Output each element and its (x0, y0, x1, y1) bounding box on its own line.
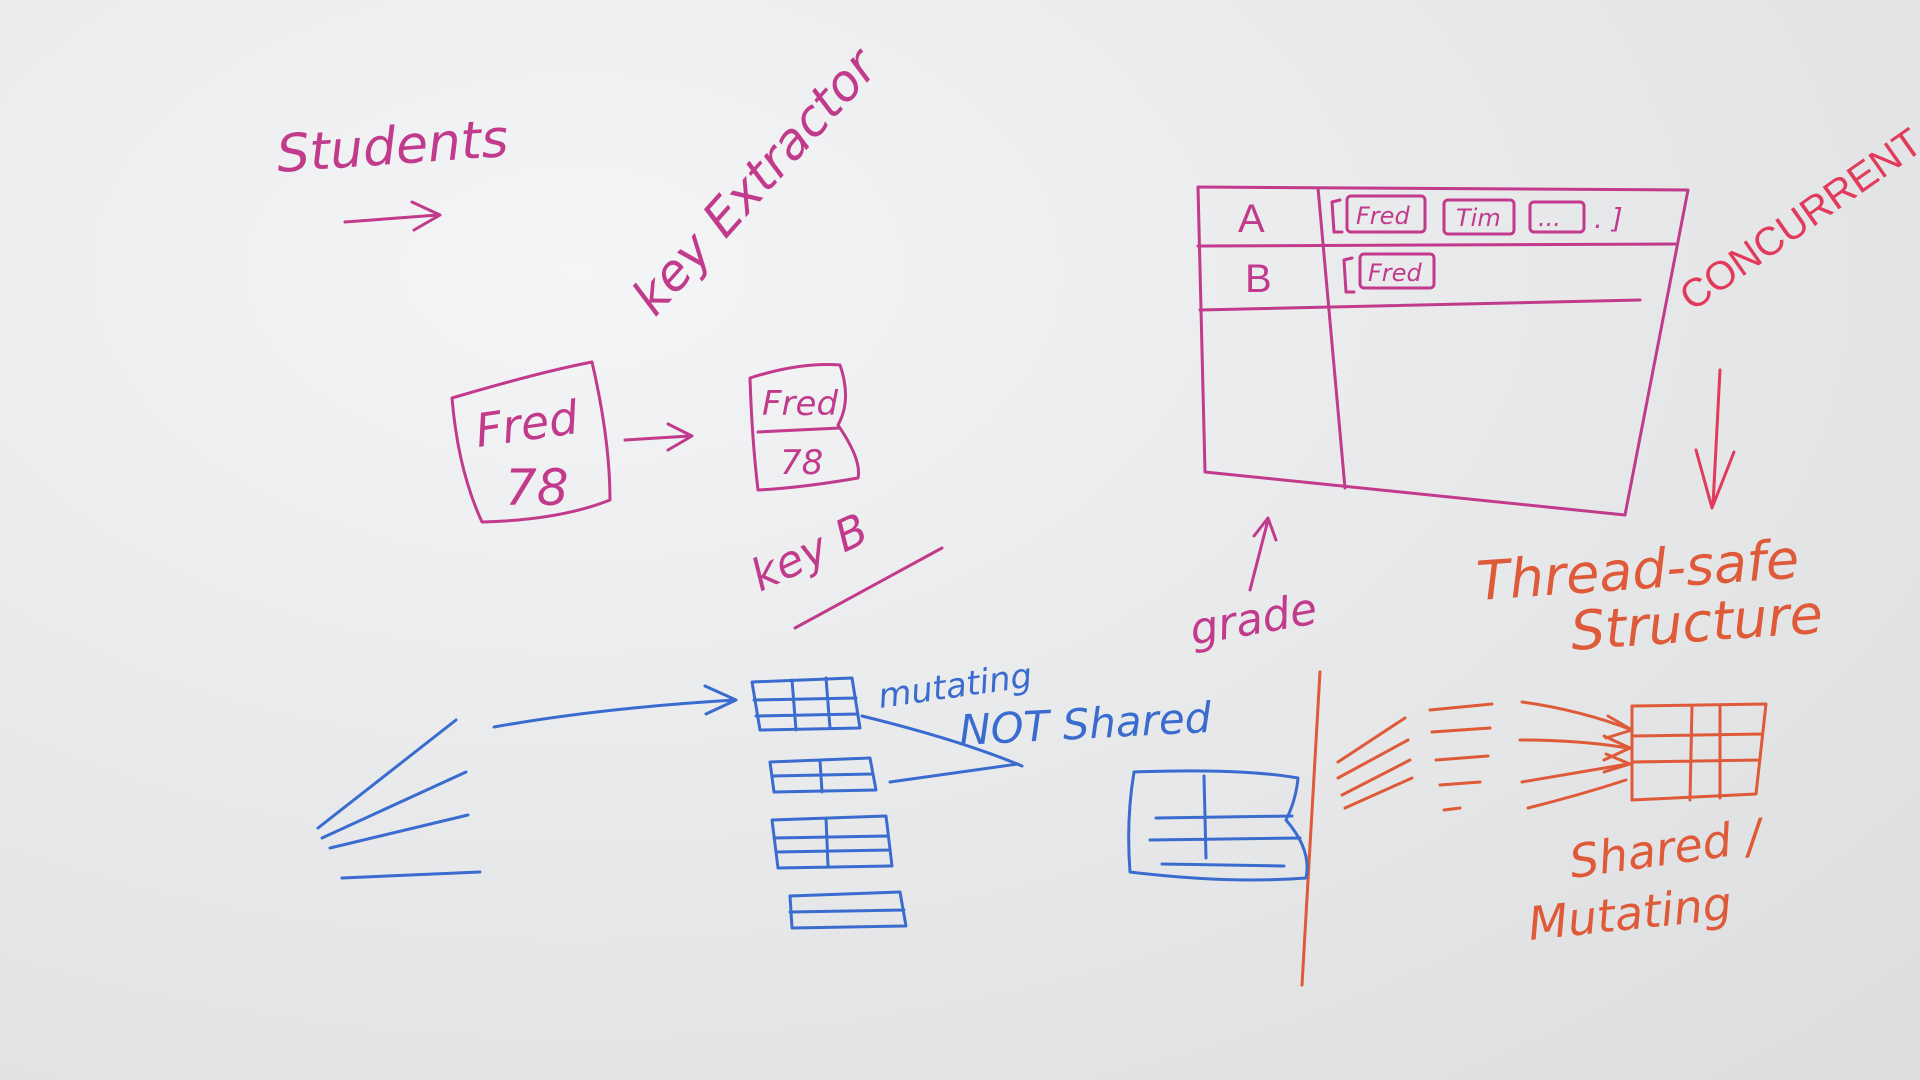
grade-arrow (1248, 516, 1278, 592)
map-row-a-key: A (1238, 197, 1265, 241)
row-a-item-2: Tim (1456, 204, 1501, 232)
record-score-1: 78 (505, 459, 569, 517)
blue-big-grid (1127, 769, 1309, 882)
row-a-trailing: . ] (1594, 202, 1623, 235)
blue-grid-2 (768, 756, 878, 794)
row-a-item-3: ... (1538, 204, 1561, 232)
blue-shared-lines (860, 714, 1024, 784)
blue-fan-lines (316, 718, 482, 880)
row-a-item-1: Fred (1356, 202, 1410, 230)
row-b-item-box-1 (1358, 252, 1436, 290)
students-arrow (343, 200, 442, 232)
shared-line1: Shared / (1566, 808, 1769, 889)
row-a-item-box-3 (1528, 200, 1586, 234)
row-a-item-box-2 (1442, 198, 1516, 236)
map-table-col-line (1316, 186, 1347, 490)
record-score-2: 78 (780, 443, 823, 483)
record-name-1: Fred (472, 390, 582, 458)
shared-line2: Mutating (1526, 876, 1735, 951)
record-card-2-divider (756, 426, 842, 434)
blue-grid-1 (750, 676, 862, 732)
record-card-2 (748, 363, 861, 492)
concurrent-label: CONCURRENT (1672, 120, 1920, 319)
record-arrow (623, 422, 694, 452)
map-row-b-key: B (1245, 257, 1272, 301)
row-b-item-1: Fred (1368, 259, 1422, 287)
blue-grid-4 (788, 890, 908, 930)
not-shared-label: NOT Shared (958, 693, 1213, 755)
grade-label: grade (1186, 583, 1321, 655)
shared-grid (1630, 702, 1768, 802)
blue-grid-3 (770, 814, 894, 870)
map-table-row-line-2 (1198, 298, 1642, 312)
row-a-item-box-1 (1345, 194, 1427, 234)
record-name-2: Fred (762, 384, 838, 424)
record-card-1 (450, 360, 612, 524)
map-table-outline (1196, 185, 1690, 517)
orange-arrows (1518, 700, 1634, 810)
orange-threads-mid (1428, 702, 1494, 812)
row-a-open-bracket (1330, 198, 1344, 234)
students-label: Students (275, 109, 510, 185)
blue-long-arrow (492, 684, 738, 729)
key-b-underline (793, 546, 944, 630)
key-extractor-label: key Extractor (621, 35, 891, 326)
divider-line (1300, 670, 1322, 987)
orange-threads-left (1336, 716, 1414, 810)
concurrent-arrow (1694, 368, 1736, 510)
row-b-open-bracket (1342, 256, 1356, 294)
map-table-row-line-1 (1196, 242, 1677, 248)
key-b-label: key B (743, 504, 876, 602)
